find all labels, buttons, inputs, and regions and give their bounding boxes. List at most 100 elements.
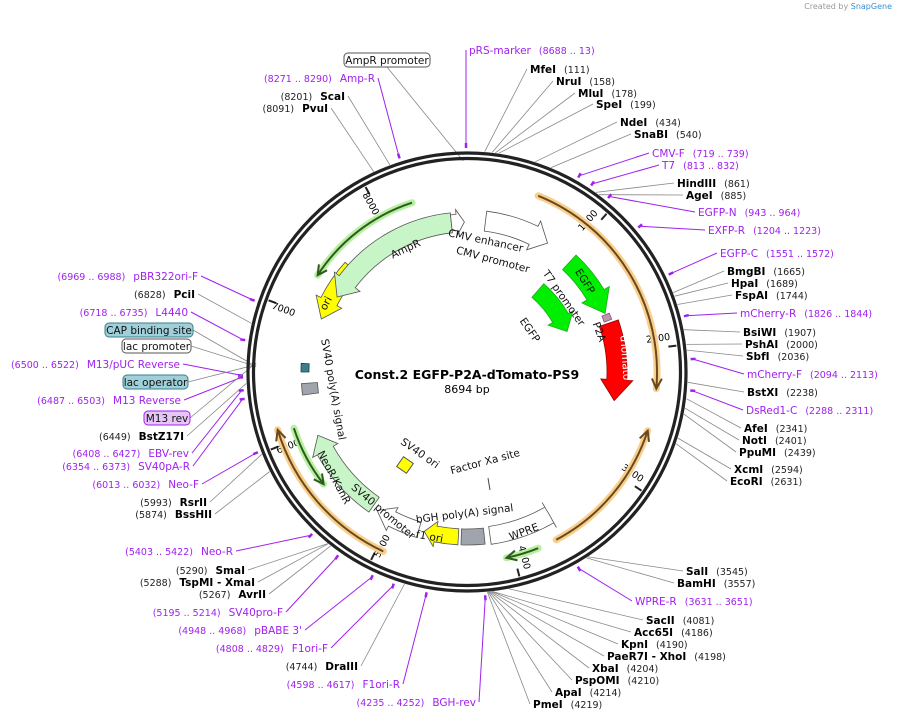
feature-box[interactable] — [122, 374, 189, 390]
feature-box[interactable] — [143, 410, 191, 426]
primer-label[interactable]: (5195 .. 5214)SV40pro-F — [153, 607, 283, 619]
feature-box[interactable] — [104, 322, 194, 338]
primer-label[interactable]: (6013 .. 6032)Neo-F — [92, 479, 199, 491]
primer-binding-mark[interactable] — [590, 180, 595, 187]
primer-binding-mark[interactable] — [577, 172, 582, 179]
ampr-promoter-arrow[interactable] — [450, 208, 465, 237]
enzyme-site-label[interactable]: (8091)PvuI — [262, 103, 328, 115]
cmv-enhancer-arrow[interactable] — [483, 210, 549, 251]
primer-binding-mark[interactable] — [249, 297, 256, 302]
primer-label[interactable]: T7(813 .. 832) — [661, 160, 739, 172]
primer-label[interactable]: DsRed1-C(2288 .. 2311) — [746, 405, 873, 417]
primer-binding-mark[interactable] — [607, 193, 613, 199]
wpre-box[interactable] — [488, 502, 557, 545]
sv40-promoter-arrow[interactable] — [376, 507, 422, 538]
feature-label-ori[interactable]: ori — [318, 295, 335, 313]
enzyme-site-label[interactable]: PaeR7I - XhoI(4198) — [607, 651, 726, 663]
sv40-ori-box[interactable] — [395, 455, 415, 475]
primer-label[interactable]: (4598 .. 4617)F1ori-R — [287, 679, 400, 691]
orf-arc-1[interactable] — [537, 194, 658, 389]
enzyme-site-label[interactable]: AgeI(885) — [686, 190, 746, 202]
enzyme-site-label[interactable]: XbaI(4204) — [592, 663, 658, 675]
enzyme-site-label[interactable]: MluI(178) — [578, 88, 637, 100]
egfp-inner-arrow[interactable] — [531, 283, 574, 333]
primer-binding-mark[interactable] — [424, 592, 428, 598]
enzyme-site-label[interactable]: EcoRI(2631) — [730, 476, 802, 488]
enzyme-site-label[interactable]: BmgBI(1665) — [727, 266, 805, 278]
feature-box-label[interactable]: lac operator — [124, 377, 188, 389]
feature-label-sv40-promoter[interactable]: SV40 promoter — [349, 482, 418, 543]
snapgene-brand[interactable]: SnapGene — [850, 2, 892, 11]
primer-binding-mark[interactable] — [369, 574, 374, 581]
feature-box[interactable] — [121, 338, 192, 354]
enzyme-site-label[interactable]: BstXI(2238) — [747, 387, 818, 399]
feature-label-dtomato[interactable]: dTomato — [617, 335, 632, 381]
enzyme-site-label[interactable]: AfeI(2341) — [744, 423, 807, 435]
feature-box-label[interactable]: CAP binding site — [106, 325, 192, 337]
egfp-arrow[interactable] — [561, 254, 610, 314]
primer-label[interactable]: WPRE-R(3631 .. 3651) — [635, 596, 753, 608]
primer-binding-mark[interactable] — [239, 397, 245, 401]
primer-binding-mark[interactable] — [576, 566, 582, 572]
primer-label[interactable]: (6408 .. 6427)EBV-rev — [73, 448, 190, 460]
feature-label-sv40-polya[interactable]: SV40 poly(A) signal — [318, 338, 348, 441]
enzyme-site-label[interactable]: PspOMI(4210) — [575, 675, 659, 687]
enzyme-site-label[interactable]: PmeI(4219) — [533, 699, 602, 711]
primer-label[interactable]: (4235 .. 4252)BGH-rev — [357, 697, 476, 709]
enzyme-site-label[interactable]: (5288)TspMI - XmaI — [140, 577, 255, 589]
primer-label[interactable]: EGFP-C(1551 .. 1572) — [720, 248, 834, 260]
enzyme-site-label[interactable]: XcmI(2594) — [734, 464, 803, 476]
enzyme-site-label[interactable]: BsiWI(1907) — [743, 327, 816, 339]
ampr-arrow[interactable] — [333, 212, 453, 298]
primer-binding-mark[interactable] — [240, 338, 246, 342]
orf-arc-2[interactable] — [555, 430, 649, 541]
enzyme-site-label[interactable]: HpaI(1689) — [731, 278, 798, 290]
primer-label[interactable]: (6354 .. 6373)SV40pA-R — [62, 461, 190, 473]
enzyme-site-label[interactable]: SpeI(199) — [596, 99, 656, 111]
primer-label[interactable]: mCherry-R(1826 .. 1844) — [740, 308, 872, 320]
enzyme-site-label[interactable]: SacII(4081) — [646, 615, 714, 627]
primer-label[interactable]: EXFP-R(1204 .. 1223) — [708, 225, 821, 237]
enzyme-site-label[interactable]: HindIII(861) — [677, 178, 750, 190]
enzyme-site-label[interactable]: MfeI(111) — [530, 64, 590, 76]
primer-binding-mark[interactable] — [390, 583, 395, 589]
enzyme-site-label[interactable]: (5267)AvrII — [199, 589, 266, 601]
primer-label[interactable]: (4948 .. 4968)pBABE 3' — [178, 625, 302, 637]
enzyme-site-label[interactable]: SbfI(2036) — [746, 351, 809, 363]
enzyme-site-label[interactable]: NotI(2401) — [742, 435, 807, 447]
primer-binding-mark[interactable] — [307, 533, 314, 539]
primer-binding-mark[interactable] — [683, 313, 690, 318]
enzyme-site-label[interactable]: SnaBI(540) — [634, 129, 702, 141]
primer-label[interactable]: (6969 .. 6988)pBR322ori-F — [57, 271, 198, 283]
primer-label[interactable]: (6718 .. 6735)L4440 — [80, 307, 188, 319]
green-arc-neo[interactable] — [292, 427, 325, 485]
bgh-polya-box[interactable] — [460, 527, 486, 546]
primer-label[interactable]: pRS-marker(8688 .. 13) — [469, 45, 595, 57]
enzyme-site-label[interactable]: Acc65I(4186) — [634, 627, 713, 639]
enzyme-site-label[interactable]: FspAI(1744) — [735, 290, 808, 302]
feature-label-factor-xa[interactable]: Factor Xa site — [449, 447, 521, 477]
primer-label[interactable]: mCherry-F(2094 .. 2113) — [747, 369, 878, 381]
primer-binding-mark[interactable] — [334, 554, 340, 561]
orf-arc-3[interactable] — [276, 429, 384, 553]
enzyme-site-label[interactable]: (5874)BssHII — [135, 509, 212, 521]
enzyme-site-label[interactable]: (4744)DraIII — [286, 661, 358, 673]
enzyme-site-label[interactable]: (5993)RsrII — [140, 497, 207, 509]
primer-label[interactable]: EGFP-N(943 .. 964) — [698, 207, 800, 219]
primer-binding-mark[interactable] — [668, 271, 674, 276]
enzyme-site-label[interactable]: (6828)PciI — [134, 289, 195, 301]
f1-ori-arrow[interactable] — [423, 520, 460, 548]
primer-label[interactable]: (4808 .. 4829)F1ori-F — [216, 643, 328, 655]
feature-box[interactable] — [343, 52, 431, 68]
primer-label[interactable]: (6500 .. 6522)M13/pUC Reverse — [11, 359, 180, 371]
primer-label[interactable]: (6487 .. 6503)M13 Reverse — [37, 395, 181, 407]
primer-binding-mark[interactable] — [396, 153, 401, 159]
neor-kanr-arrow[interactable] — [312, 434, 380, 513]
feature-box-label[interactable]: lac promoter — [123, 341, 191, 353]
feature-label-bgh-polya[interactable]: bGH poly(A) signal — [415, 502, 514, 526]
enzyme-site-label[interactable]: PpuMI(2439) — [739, 447, 816, 459]
feature-label-f1-ori[interactable]: f1 ori — [415, 529, 444, 546]
dtomato-arrow[interactable] — [598, 319, 634, 402]
lac-region-box[interactable] — [300, 362, 310, 373]
green-arc-ampr[interactable] — [316, 201, 413, 276]
